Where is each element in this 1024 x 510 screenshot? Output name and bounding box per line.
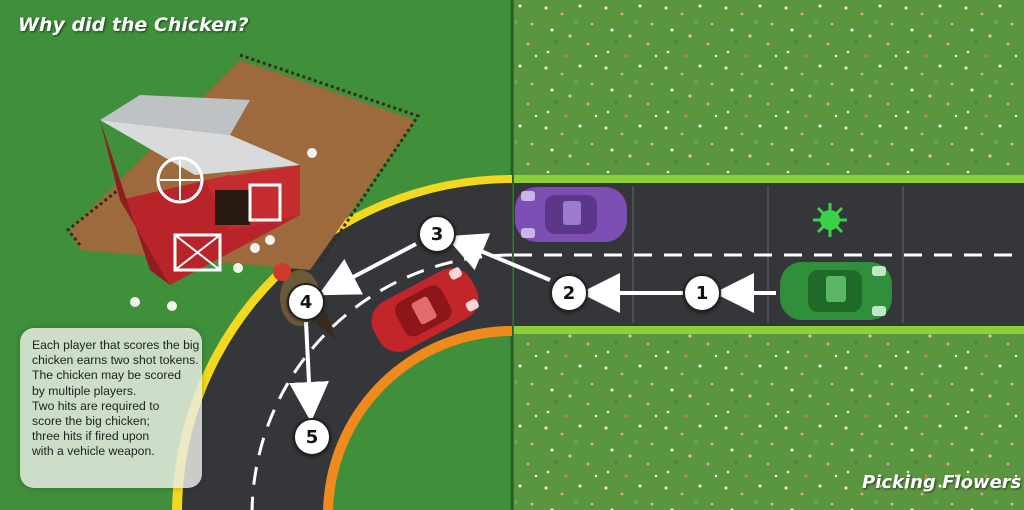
rule-line: chicken earns two shot tokens. xyxy=(32,353,199,368)
step-marker-4: 4 xyxy=(287,283,325,321)
rule-line: by multiple players. xyxy=(32,383,137,398)
road-edge-bottom xyxy=(514,326,1024,334)
shot-marker xyxy=(813,203,847,237)
small-chickens xyxy=(130,148,317,311)
rules-box: Each player that scores the big chicken … xyxy=(20,328,202,488)
rule-line: score the big chicken; xyxy=(32,414,150,429)
red-car[interactable] xyxy=(364,260,486,359)
step-marker-1: 1 xyxy=(683,274,721,312)
rule-line: Two hits are required to xyxy=(32,398,160,413)
rule-line: The chicken may be scored xyxy=(32,368,182,383)
rule-line: three hits if fired upon xyxy=(32,429,150,444)
fence-left xyxy=(65,188,119,246)
step-marker-2: 2 xyxy=(550,274,588,312)
rule-line: with a vehicle weapon. xyxy=(32,444,155,459)
right-tile-title: Picking Flowers xyxy=(862,472,1022,493)
green-car[interactable] xyxy=(780,262,892,320)
barn xyxy=(100,95,300,285)
step-marker-3: 3 xyxy=(418,215,456,253)
curved-road xyxy=(182,183,512,510)
rule-line: Each player that scores the big xyxy=(32,338,200,352)
left-tile-title: Why did the Chicken? xyxy=(18,14,249,36)
step-marker-5: 5 xyxy=(293,418,331,456)
road-edge-orange xyxy=(323,326,512,510)
purple-car[interactable] xyxy=(515,187,627,242)
fence xyxy=(239,53,421,263)
road-edge-top xyxy=(514,175,1024,183)
movement-arrows xyxy=(289,233,776,422)
